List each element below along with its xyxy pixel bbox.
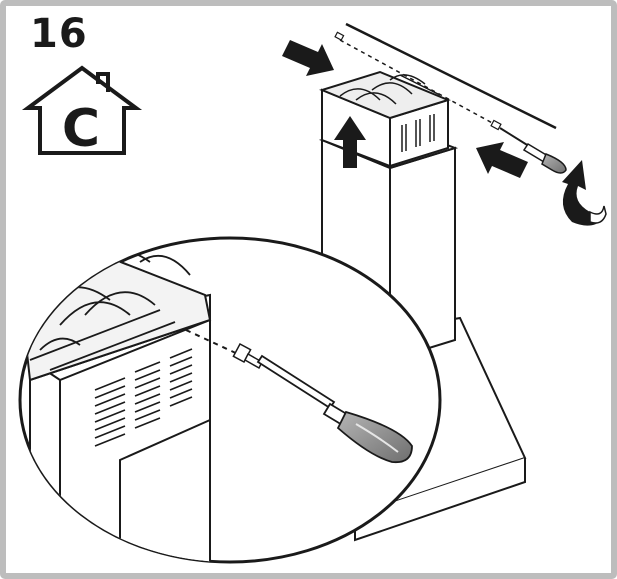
house-c-icon (21, 65, 143, 155)
screw-guide-dashed (339, 39, 497, 126)
step-number: 16 (30, 11, 88, 57)
screwdriver-icon (499, 127, 567, 174)
rotate-arrow-icon (562, 160, 607, 226)
screwdriver-icon (256, 354, 413, 464)
screw-icon (490, 119, 502, 131)
house-icon-letter: C (62, 99, 100, 159)
screw-icon (232, 342, 263, 370)
lift-arrow-icon (334, 116, 366, 168)
push-arrow-icon (476, 142, 528, 178)
wall-edge-line (345, 22, 557, 130)
screw-icon (334, 31, 345, 41)
push-arrow-icon (282, 40, 334, 76)
